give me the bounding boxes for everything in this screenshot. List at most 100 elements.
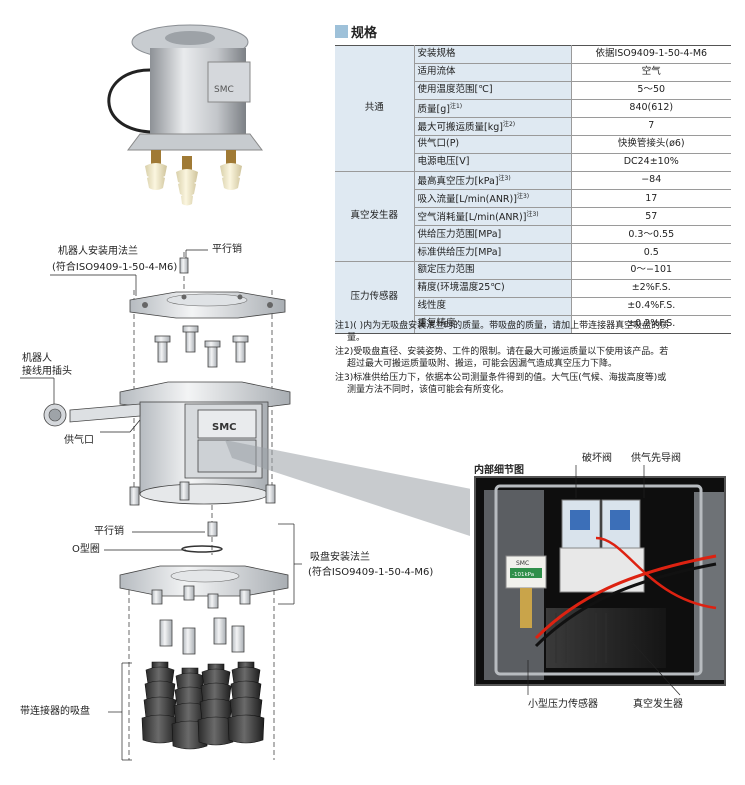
screws-upper: [154, 325, 249, 368]
spec-value-cell: 17: [571, 189, 731, 209]
spec-row: 线性度 ±0.4%F.S.: [335, 297, 731, 316]
spec-note-continuation: 超过最大可搬运质量吸附、搬运，可能会因漏气造成真空压力下降。: [347, 358, 618, 369]
spec-title: 规格: [351, 25, 378, 41]
spec-item-text: 使用温度范围[℃]: [417, 84, 493, 96]
spec-value-cell: 840(612): [571, 99, 731, 118]
spec-group-cell: 共通: [335, 45, 415, 172]
pressure-sensor-label: 小型压力传感器: [528, 699, 598, 710]
spec-value-cell: 空气: [571, 63, 731, 82]
spec-note-continuation: 量。: [347, 332, 366, 343]
sensor-brand-text: SMC: [516, 560, 529, 567]
parallel-pin-bottom-label: 平行销: [94, 526, 124, 537]
spec-row: 最大可搬运质量[kg]注2)7: [335, 117, 731, 136]
break-valve-label: 破坏阀: [582, 453, 612, 464]
spec-note-ref: 注1): [449, 102, 463, 110]
spec-item-cell: 重复精度: [414, 315, 572, 334]
spec-row: 重复精度 ±0.2%F.S.: [335, 315, 731, 334]
spec-value-cell: 57: [571, 207, 731, 227]
detail-leaders: [527, 465, 681, 696]
spec-item-text: 重复精度: [417, 318, 456, 330]
pad-flange-part: [119, 565, 289, 609]
spec-item-text: 供给压力范围[MPa]: [417, 228, 502, 240]
spec-item-text: 适用流体: [417, 66, 456, 78]
spec-value-cell: 0.3～0.55: [571, 225, 731, 245]
spec-value-cell: ±0.4%F.S.: [571, 297, 731, 316]
pad-connectors: [159, 617, 245, 655]
spec-item-text: 电源电压[V]: [417, 156, 470, 168]
spec-note-line: 注1)( )内为无吸盘安装法兰时的质量。带吸盘的质量，请加上带连接器真空吸盘的质: [335, 321, 670, 331]
spec-note: 注3)标准供给压力下，依据本公司测量条件得到的值。大气压(气候、海拔高度等)或测…: [335, 373, 735, 396]
o-ring-part: [181, 545, 223, 553]
spec-value-cell: 5～50: [571, 81, 731, 100]
spec-row: 共通安装规格 依据ISO9409-1-50-4-M6: [335, 45, 731, 172]
spec-row: 适用流体 空气: [335, 63, 731, 82]
pad-flange-standard-label: (符合ISO9409-1-50-4-M6): [308, 567, 434, 578]
spec-item-cell: 最大可搬运质量[kg]注2): [414, 117, 572, 136]
spec-item-text: 线性度: [417, 300, 447, 312]
detail-title: 内部细节图: [474, 465, 524, 476]
spec-row: 供气口(P)快换管接头(ø6): [335, 135, 731, 154]
spec-note-ref: 注3): [516, 192, 530, 200]
spec-item-cell: 安装规格: [414, 45, 572, 64]
spec-item-cell: 供给压力范围[MPa]: [414, 225, 572, 245]
spec-value-cell: −84: [571, 171, 731, 190]
robot-flange-standard-label: (符合ISO9409-1-50-4-M6): [52, 262, 178, 273]
spec-row: 供给压力范围[MPa] 0.3～0.55: [335, 225, 731, 245]
pilot-valve-label: 供气先导阀: [631, 453, 681, 464]
robot-plug-label-1: 机器人: [22, 353, 52, 364]
spec-item-text: 空气消耗量[L/min(ANR)]: [417, 212, 527, 224]
spec-note: 注2)受吸盘直径、安装姿势、工件的限制。请在最大可搬运质量以下使用该产品。若超过…: [335, 347, 735, 370]
spec-item-cell: 供气口(P): [414, 135, 572, 154]
parallel-pin-top-label: 平行销: [212, 244, 242, 255]
spec-row: 使用温度范围[℃] 5～50: [335, 81, 731, 100]
spec-value-cell: 快换管接头(ø6): [571, 135, 731, 154]
spec-note-ref: 注3): [526, 211, 539, 219]
internal-detail-image: SMC -101kPa: [474, 476, 726, 686]
spec-note-ref: 注3): [498, 174, 511, 182]
spec-value-cell: 依据ISO9409-1-50-4-M6: [571, 45, 731, 64]
supply-port-label: 供气口: [64, 435, 94, 446]
svg-text:SMC: SMC: [214, 85, 234, 95]
body-brand-label: SMC: [212, 422, 237, 433]
spec-item-cell: 适用流体: [414, 63, 572, 82]
assembled-unit-image: SMC: [107, 24, 263, 206]
robot-flange-part: [129, 291, 286, 319]
spec-item-text: 最高真空压力[kPa]: [417, 175, 499, 187]
spec-value-cell: 0.5: [571, 243, 731, 263]
parallel-pin-top-part: [179, 257, 189, 274]
spec-group-cell: 压力传感器: [335, 261, 415, 334]
spec-row: 吸入流量[L/min(ANR)]注3)17: [335, 189, 731, 209]
spec-item-cell: 使用温度范围[℃]: [414, 81, 572, 100]
spec-group-cell: 真空发生器: [335, 171, 415, 263]
spec-value-cell: ±2%F.S.: [571, 279, 731, 298]
robot-plug-label-2: 接线用插头: [22, 366, 72, 377]
spec-note-line: 注2)受吸盘直径、安装姿势、工件的限制。请在最大可搬运质量以下使用该产品。若: [335, 347, 669, 357]
heading-square-icon: [335, 24, 348, 38]
spec-value-cell: ±0.2%F.S.: [571, 315, 731, 334]
spec-item-cell: 精度(环境温度25℃): [414, 279, 572, 298]
spec-note-ref: 注2): [502, 120, 516, 128]
spec-item-cell: 标准供给压力[MPa]: [414, 243, 572, 263]
spec-note: 注1)( )内为无吸盘安装法兰时的质量。带吸盘的质量，请加上带连接器真空吸盘的质…: [335, 321, 735, 344]
exploded-view-diagram: SMC: [20, 24, 470, 761]
suction-pads-part: [141, 661, 265, 750]
spec-item-text: 精度(环境温度25℃): [417, 282, 505, 294]
vacuum-generator-label: 真空发生器: [633, 699, 683, 710]
spec-item-text: 安装规格: [417, 48, 456, 60]
parallel-pin-bottom-part: [207, 521, 218, 537]
spec-heading: 规格: [335, 23, 378, 41]
internal-detail-drawing: SMC -101kPa: [476, 478, 724, 684]
spec-item-cell: 最高真空压力[kPa]注3): [414, 171, 572, 190]
spec-row: 标准供给压力[MPa]0.5: [335, 243, 731, 263]
spec-row: 精度(环境温度25℃) ±2%F.S.: [335, 279, 731, 298]
o-ring-label: O型圈: [72, 544, 100, 555]
spec-item-text: 质量[g]: [417, 103, 450, 115]
robot-flange-label: 机器人安装用法兰: [58, 246, 138, 257]
spec-note-continuation: 测量方法不同时，该值可能会有所变化。: [347, 384, 510, 395]
spec-item-cell: 空气消耗量[L/min(ANR)]注3): [414, 207, 572, 227]
pad-flange-label: 吸盘安装法兰: [310, 552, 370, 563]
spec-note-line: 注3)标准供给压力下，依据本公司测量条件得到的值。大气压(气候、海拔高度等)或: [335, 373, 667, 383]
spec-value-cell: 0～−101: [571, 261, 731, 280]
